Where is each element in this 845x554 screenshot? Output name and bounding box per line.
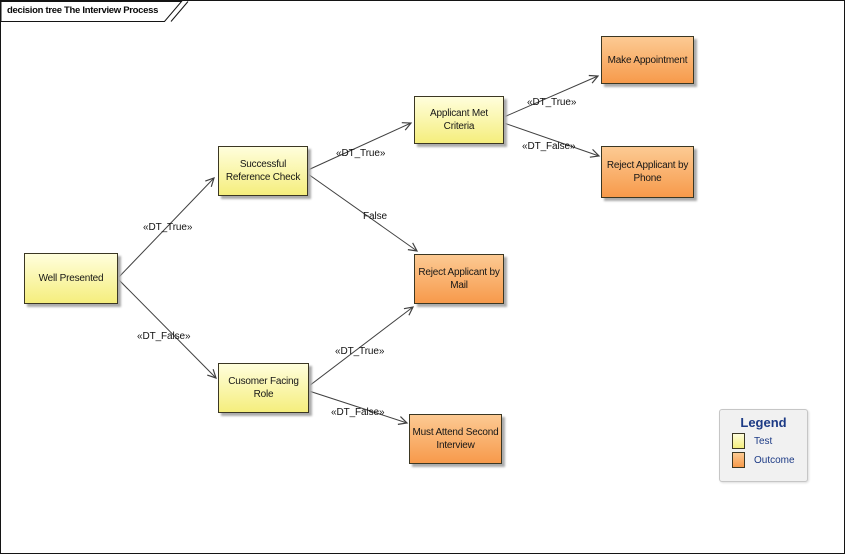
connector-well-presented-to-successful-reference-check[interactable] [117, 177, 215, 279]
node-successful-reference-check[interactable]: Successful Reference Check [218, 146, 308, 196]
connector-successful-reference-check-to-reject-applicant-by-mail[interactable] [307, 173, 419, 252]
node-cusomer-facing-role[interactable]: Cusomer Facing Role [218, 363, 309, 413]
node-must-attend-second-interview[interactable]: Must Attend Second Interview [409, 414, 502, 464]
legend-item-label: Outcome [754, 454, 795, 466]
legend-item-label: Test [754, 435, 773, 447]
connector-label-successful-reference-check-to-reject-applicant-by-mail[interactable]: False [363, 211, 387, 222]
connector-applicant-met-criteria-to-reject-applicant-by-phone[interactable] [503, 122, 601, 158]
connector-label-well-presented-to-successful-reference-check[interactable]: «DT_True» [143, 222, 193, 233]
connector-successful-reference-check-to-applicant-met-criteria[interactable] [307, 122, 413, 171]
node-label: Must Attend Second Interview [412, 427, 499, 451]
node-label: Applicant Met Criteria [430, 108, 488, 132]
node-label: Reject Applicant by Mail [418, 267, 500, 291]
legend-swatch-test [732, 433, 745, 449]
legend-title: Legend [740, 415, 787, 430]
frame-tab-fold-line [170, 1, 189, 22]
node-reject-applicant-by-mail[interactable]: Reject Applicant by Mail [414, 254, 504, 304]
connector-label-applicant-met-criteria-to-make-appointment[interactable]: «DT_True» [527, 97, 577, 108]
node-label: Well Presented [38, 273, 104, 284]
legend-item-test: Test [732, 433, 807, 449]
connector-well-presented-to-cusomer-facing-role[interactable] [117, 278, 217, 379]
legend-swatch-outcome [732, 452, 745, 468]
node-well-presented[interactable]: Well Presented [24, 253, 118, 304]
connector-label-cusomer-facing-role-to-reject-applicant-by-mail[interactable]: «DT_True» [335, 346, 385, 357]
frame-tab-shape [1, 1, 183, 22]
node-make-appointment[interactable]: Make Appointment [601, 36, 694, 84]
node-label: Successful Reference Check [225, 159, 301, 183]
connector-cusomer-facing-role-to-must-attend-second-interview[interactable] [308, 390, 409, 425]
node-reject-applicant-by-phone[interactable]: Reject Applicant by Phone [601, 146, 694, 198]
node-label: Reject Applicant by Phone [606, 160, 689, 184]
connector-label-cusomer-facing-role-to-must-attend-second-interview[interactable]: «DT_False» [331, 407, 385, 418]
connector-applicant-met-criteria-to-make-appointment[interactable] [503, 74, 600, 118]
connector-label-well-presented-to-cusomer-facing-role[interactable]: «DT_False» [137, 331, 191, 342]
node-applicant-met-criteria[interactable]: Applicant Met Criteria [414, 96, 504, 144]
node-label: Cusomer Facing Role [228, 376, 299, 400]
connector-label-successful-reference-check-to-applicant-met-criteria[interactable]: «DT_True» [336, 148, 386, 159]
frame-title: decision tree The Interview Process [7, 5, 159, 16]
connectors-group [117, 74, 601, 425]
connector-label-applicant-met-criteria-to-reject-applicant-by-phone[interactable]: «DT_False» [522, 141, 576, 152]
connector-cusomer-facing-role-to-reject-applicant-by-mail[interactable] [308, 306, 415, 387]
legend-item-outcome: Outcome [732, 452, 807, 468]
node-label: Make Appointment [607, 54, 688, 66]
